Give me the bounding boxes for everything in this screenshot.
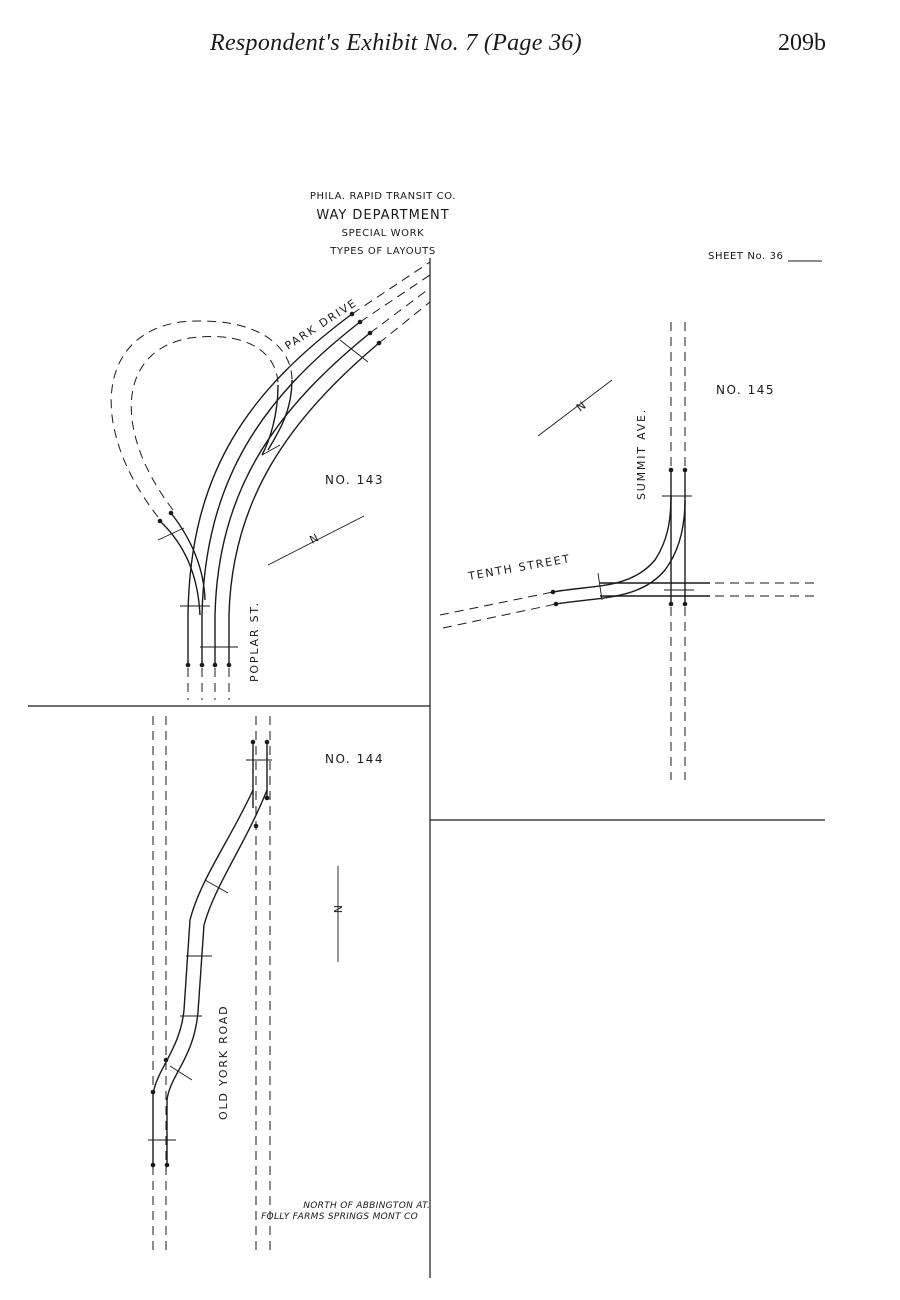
north-arrow-icon: N: [537, 379, 613, 437]
tenth-street-rail-2: [442, 603, 557, 629]
track-end-dot: [264, 739, 270, 745]
joint-mark: [261, 444, 281, 456]
loop-track-inner: [130, 336, 279, 511]
track-end-dot: [226, 662, 232, 668]
north-arrow-symbol: N: [574, 399, 588, 414]
loop-return-1: [267, 379, 293, 451]
drawing-subject: SPECIAL WORK: [342, 228, 425, 239]
summit-ave-label: SUMMIT AVE.: [635, 408, 648, 500]
track-end-dot: [150, 1162, 156, 1168]
turnout-curve-2: [555, 499, 686, 605]
joint-mark: [204, 879, 229, 894]
poplar-st-label: POPLAR ST.: [248, 601, 261, 682]
loop-connector-2: [170, 512, 206, 601]
running-title: Respondent's Exhibit No. 7 (Page 36): [210, 30, 582, 56]
track-end-dot: [682, 601, 688, 607]
track-end-dot: [550, 589, 556, 595]
sheet-number: SHEET No. 36: [708, 251, 784, 262]
turnout-curve-1: [552, 494, 672, 593]
joint-mark: [157, 527, 185, 541]
running-head: Respondent's Exhibit No. 7 (Page 36) 209…: [0, 30, 900, 66]
track-end-dot: [212, 662, 218, 668]
curve-track-2: [201, 321, 361, 665]
drawing-type: TYPES OF LAYOUTS: [329, 246, 436, 257]
park-drive-tail-3: [369, 287, 431, 334]
track-end-dot: [185, 662, 191, 668]
crossover-track-2: [166, 789, 268, 1165]
north-arrow-symbol: N: [331, 905, 344, 913]
track-end-dot: [157, 518, 163, 524]
track-end-dot: [163, 1057, 169, 1063]
layout-145-number: NO. 145: [716, 383, 775, 397]
track-end-dot: [668, 467, 674, 473]
track-end-dot: [682, 467, 688, 473]
track-end-dot: [250, 739, 256, 745]
track-end-dot: [668, 601, 674, 607]
track-end-dot: [367, 330, 373, 336]
loop-connector-1: [159, 520, 201, 616]
north-arrow-icon: N: [331, 866, 344, 962]
track-end-dot: [199, 662, 205, 668]
company-name: PHILA. RAPID TRANSIT CO.: [310, 191, 456, 202]
tenth-street-rail-1: [439, 591, 554, 616]
title-block: PHILA. RAPID TRANSIT CO. WAY DEPARTMENT …: [310, 191, 456, 257]
track-end-dot: [253, 823, 259, 829]
page-number: 209b: [778, 30, 826, 56]
location-note-line-2: FOLLY FARMS SPRINGS MONT CO: [261, 1212, 418, 1222]
joint-mark: [339, 339, 369, 363]
layout-144: NO. 144 OLD YORK ROAD NORTH OF ABBINGTON…: [148, 716, 430, 1255]
location-note-line-1: NORTH OF ABBINGTON AT.: [303, 1201, 430, 1211]
joint-mark: [597, 572, 603, 601]
curve-track-3: [214, 332, 371, 665]
loop-return-2: [261, 384, 279, 456]
track-end-dot: [150, 1089, 156, 1095]
track-end-dot: [553, 601, 559, 607]
department-name: WAY DEPARTMENT: [316, 208, 449, 223]
layout-143-number: NO. 143: [325, 473, 384, 487]
crossover-track-1: [152, 789, 254, 1165]
park-drive-tail-2: [359, 274, 431, 323]
track-end-dot: [349, 311, 355, 317]
old-york-road-label: OLD YORK ROAD: [217, 1005, 230, 1120]
track-end-dot: [376, 340, 382, 346]
curve-track-1: [187, 313, 353, 665]
layout-143: NO. 143 PARK DRIVE POPLAR ST. N: [110, 261, 431, 700]
park-drive-tail-4: [378, 301, 431, 344]
layout-145: NO. 145 TENTH STREET SUMMIT AVE. N: [439, 322, 818, 780]
layout-144-number: NO. 144: [325, 752, 384, 766]
park-drive-tail-1: [351, 261, 431, 315]
track-end-dot: [164, 1162, 170, 1168]
track-end-dot: [357, 319, 363, 325]
track-end-dot: [264, 795, 270, 801]
curve-track-4: [228, 342, 380, 665]
joint-mark: [169, 1065, 193, 1081]
park-drive-label: PARK DRIVE: [283, 296, 360, 352]
north-arrow-icon: N: [267, 515, 365, 566]
loop-track-outer: [110, 320, 293, 518]
tenth-street-label: TENTH STREET: [466, 552, 572, 583]
track-end-dot: [168, 510, 174, 516]
